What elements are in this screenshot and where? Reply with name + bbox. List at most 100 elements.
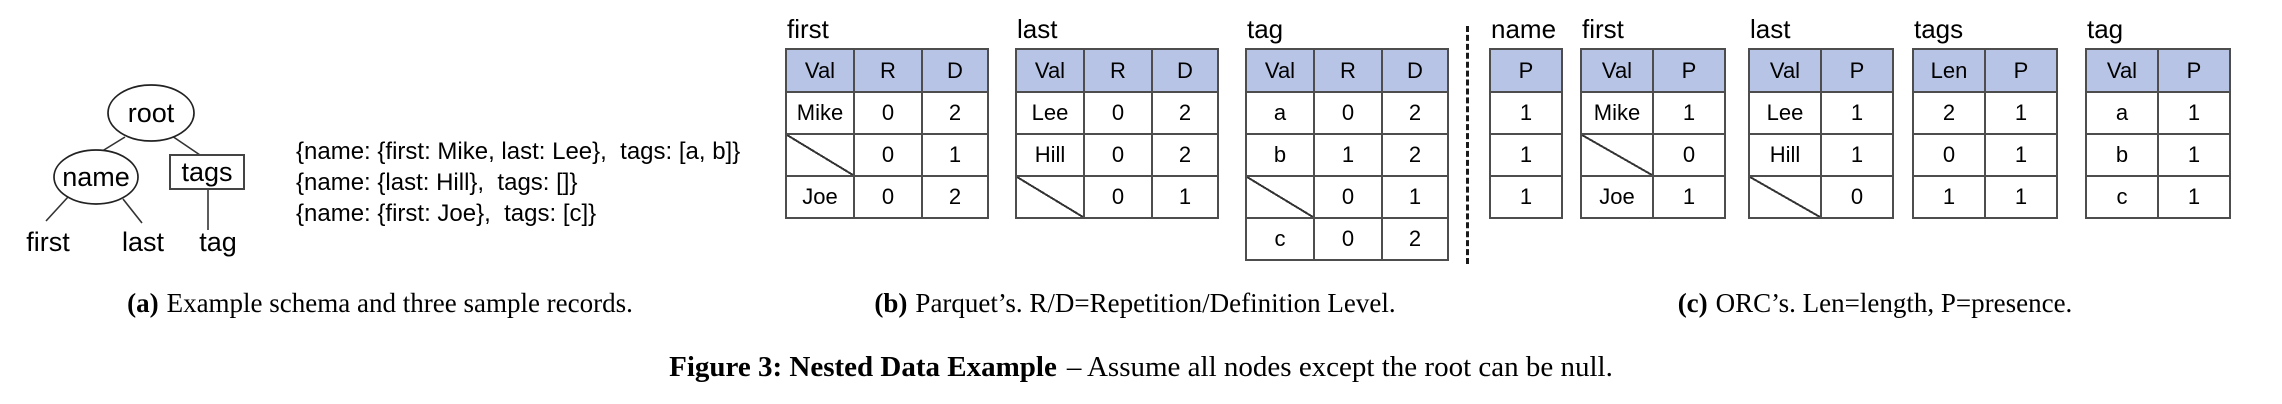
last-leaf-label: last xyxy=(122,227,165,257)
column-header: Val xyxy=(1580,48,1654,93)
value-cell: 0 xyxy=(1083,91,1153,135)
column-header: D xyxy=(1381,48,1449,93)
schema-tree-diagram: root name tags first last tag xyxy=(26,84,245,257)
column-header: R xyxy=(1313,48,1383,93)
root-node xyxy=(107,84,195,142)
value-cell: c xyxy=(2085,175,2159,219)
value-cell: 0 xyxy=(1820,175,1894,219)
value-cell: 0 xyxy=(1912,133,1986,177)
value-cell: 1 xyxy=(1820,91,1894,135)
column-header: D xyxy=(1151,48,1219,93)
column-header: P xyxy=(1984,48,2058,93)
value-cell: 0 xyxy=(1313,91,1383,135)
column-header: R xyxy=(1083,48,1153,93)
value-cell: 2 xyxy=(1151,91,1219,135)
value-cell: Hill xyxy=(1015,133,1085,177)
caption-b-text: Parquet’s. R/D=Repetition/Definition Lev… xyxy=(915,288,1396,318)
edge-name-last xyxy=(122,198,143,224)
value-cell: a xyxy=(2085,91,2159,135)
record-line-3: {name: {first: Joe}, tags: [c]} xyxy=(296,200,597,227)
value-cell: 1 xyxy=(2157,91,2231,135)
edge-name-first xyxy=(45,196,69,222)
record-line-2: {name: {last: Hill}, tags: []} xyxy=(296,169,578,196)
value-cell: 1 xyxy=(1984,133,2058,177)
value-cell: 1 xyxy=(1984,91,2058,135)
value-cell: 1 xyxy=(1151,175,1219,219)
tags-node-label: tags xyxy=(181,157,232,187)
value-cell: 2 xyxy=(1381,133,1449,177)
table-title: last xyxy=(1750,14,1791,44)
caption-b: (b)Parquet’s. R/D=Repetition/Definition … xyxy=(790,287,1480,319)
value-cell: 1 xyxy=(921,133,989,177)
value-cell: 2 xyxy=(1912,91,1986,135)
table-title: tags xyxy=(1914,14,1964,44)
value-cell: 1 xyxy=(2157,133,2231,177)
tag-leaf-label: tag xyxy=(199,227,237,257)
edge-root-tags xyxy=(171,135,201,156)
value-cell: b xyxy=(2085,133,2159,177)
column-header: R xyxy=(853,48,923,93)
panel-divider-dashed-line xyxy=(1466,26,1469,264)
value-cell: 2 xyxy=(1381,217,1449,261)
table-title: first xyxy=(787,14,829,44)
value-cell: Joe xyxy=(785,175,855,219)
value-cell: 0 xyxy=(853,133,923,177)
null-value-cell xyxy=(1015,175,1085,219)
figure-caption-title: Figure 3: Nested Data Example xyxy=(669,351,1057,383)
caption-a: (a)Example schema and three sample recor… xyxy=(30,287,730,319)
value-cell: 1 xyxy=(1652,175,1726,219)
null-value-cell xyxy=(785,133,855,177)
value-cell: 1 xyxy=(1912,175,1986,219)
table-title: name xyxy=(1491,14,1557,44)
column-header: Val xyxy=(1245,48,1315,93)
value-cell: a xyxy=(1245,91,1315,135)
value-cell: 0 xyxy=(1313,217,1383,261)
value-cell: 0 xyxy=(1652,133,1726,177)
value-cell: 0 xyxy=(853,175,923,219)
name-node-label: name xyxy=(62,162,130,192)
sample-records: {name: {first: Mike, last: Lee}, tags: [… xyxy=(296,136,740,229)
null-value-cell xyxy=(1245,175,1315,219)
caption-c-label: (c) xyxy=(1677,288,1708,318)
value-cell: 1 xyxy=(1984,175,2058,219)
value-cell: 1 xyxy=(1489,91,1563,135)
figure-caption: Figure 3: Nested Data Example– Assume al… xyxy=(0,351,2282,384)
column-header: D xyxy=(921,48,989,93)
caption-b-label: (b) xyxy=(874,288,908,318)
column-header: Val xyxy=(785,48,855,93)
value-cell: 0 xyxy=(1313,175,1383,219)
value-cell: 2 xyxy=(1151,133,1219,177)
value-cell: 2 xyxy=(1381,91,1449,135)
value-cell: Hill xyxy=(1748,133,1822,177)
column-header: P xyxy=(1820,48,1894,93)
value-cell: 1 xyxy=(1652,91,1726,135)
column-header: Len xyxy=(1912,48,1986,93)
value-cell: b xyxy=(1245,133,1315,177)
null-value-cell xyxy=(1580,133,1654,177)
column-header: Val xyxy=(1748,48,1822,93)
table-title: last xyxy=(1017,14,1058,44)
caption-a-text: Example schema and three sample records. xyxy=(166,288,633,318)
